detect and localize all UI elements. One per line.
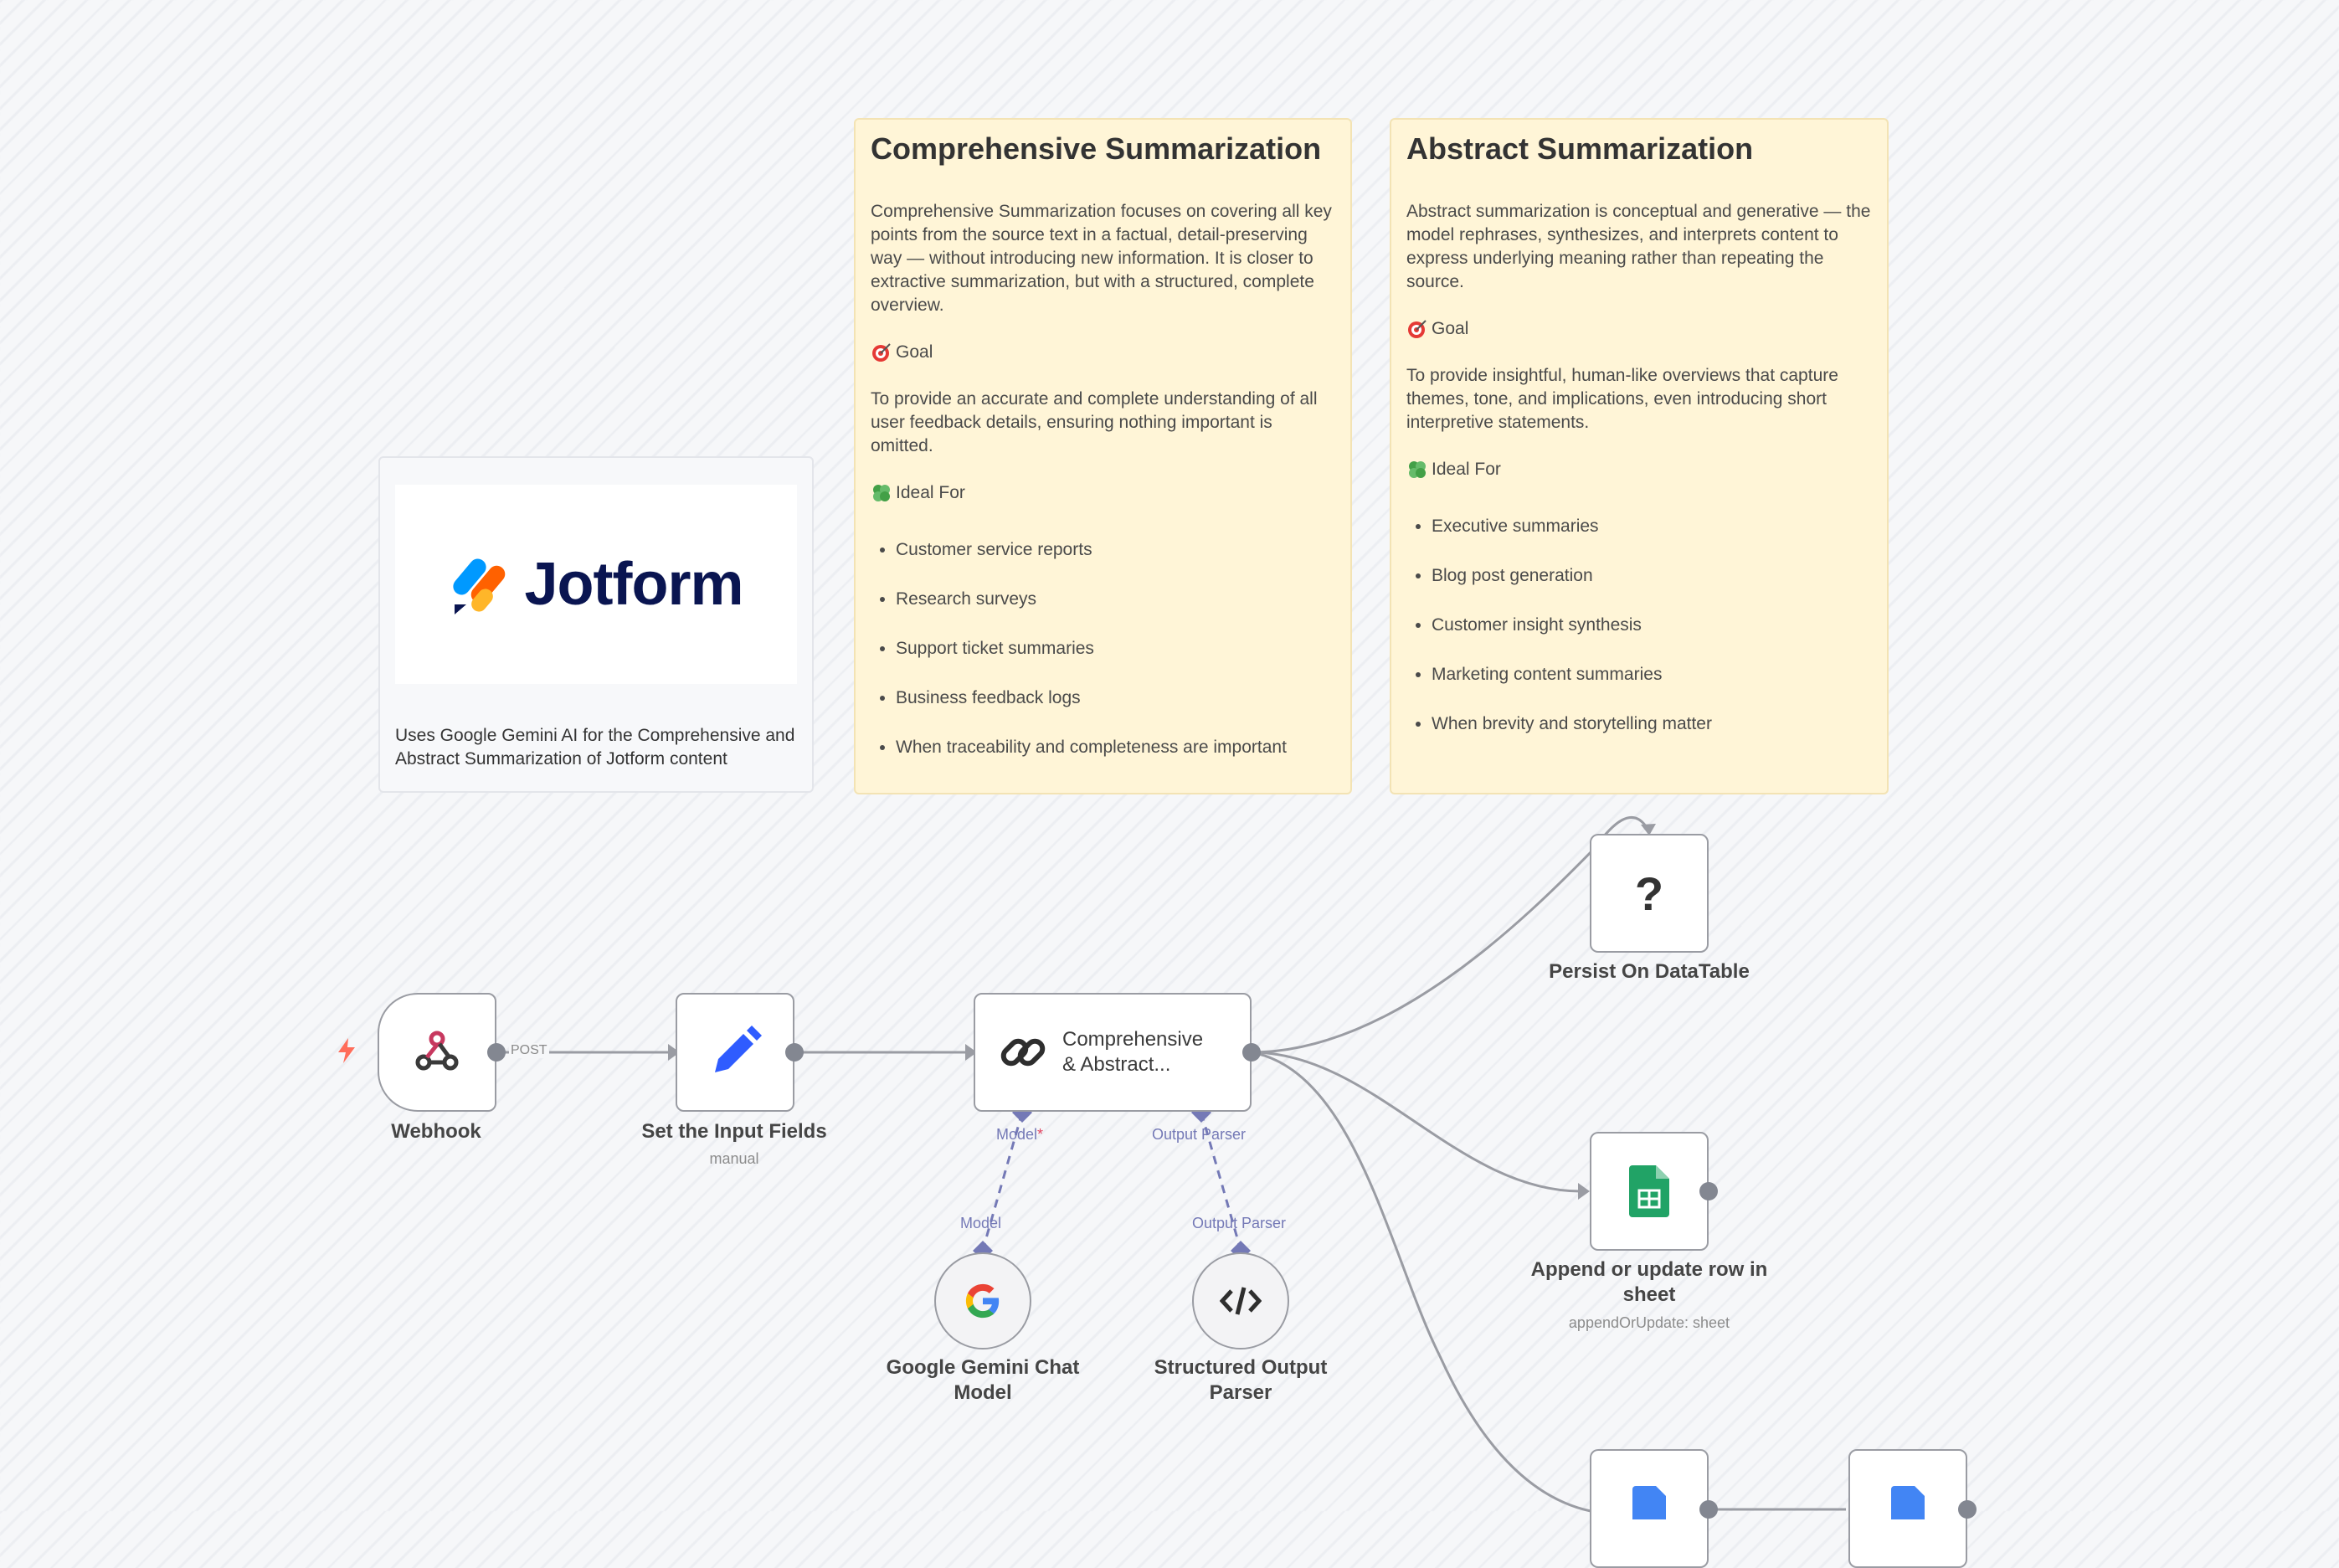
set-fields-label: Set the Input Fields <box>641 1120 827 1143</box>
docs-output-port[interactable] <box>1699 1500 1718 1519</box>
sticky-title: Comprehensive Summarization <box>871 131 1322 166</box>
parser-label: Structured Output Parser <box>1154 1356 1328 1404</box>
link-icon <box>1000 1038 1046 1067</box>
list-item: Support ticket summaries <box>896 637 1335 661</box>
arrow-head <box>1578 1183 1590 1200</box>
arrow-head <box>668 1044 680 1061</box>
google-docs-node-2[interactable] <box>1848 1449 1967 1568</box>
target-icon <box>872 343 891 362</box>
post-label: POST <box>509 1043 549 1058</box>
webhook-node[interactable] <box>378 993 496 1112</box>
ideal-list: Customer service reports Research survey… <box>871 538 1335 759</box>
code-icon <box>1220 1287 1262 1315</box>
list-item: Customer insight synthesis <box>1432 614 1872 637</box>
jotform-wordmark: Jotform <box>524 551 744 618</box>
sticky-title: Abstract Summarization <box>1406 131 1754 166</box>
pencil-icon <box>715 1026 762 1072</box>
wire-chain-to-sheets[interactable] <box>1251 1051 1581 1193</box>
gemini-port-label: Model <box>960 1215 1002 1231</box>
ideal-heading: Ideal For <box>871 481 1335 505</box>
docs2-output-port[interactable] <box>1958 1500 1977 1519</box>
set-fields-output-port[interactable] <box>785 1043 804 1062</box>
jotform-description: Uses Google Gemini AI for the Comprehens… <box>395 726 795 769</box>
persist-label: Persist On DataTable <box>1549 960 1750 983</box>
unknown-node-icon: ? <box>1634 866 1664 920</box>
persist-datatable-node[interactable]: ? <box>1590 834 1709 953</box>
sticky-body: Abstract summarization is conceptual and… <box>1406 202 1871 291</box>
goal-heading: Goal <box>1406 317 1872 341</box>
sheets-sublabel: appendOrUpdate: sheet <box>1568 1314 1730 1331</box>
list-item: When brevity and storytelling matter <box>1432 712 1872 736</box>
sheets-label: Append or update row in sheet <box>1530 1258 1768 1306</box>
sheets-output-port[interactable] <box>1699 1182 1718 1200</box>
output-parser-node[interactable] <box>1192 1252 1289 1350</box>
goal-text: To provide an accurate and complete unde… <box>871 389 1318 455</box>
google-docs-icon <box>1891 1486 1925 1519</box>
list-item: Business feedback logs <box>896 686 1335 710</box>
model-port-label: Model* <box>996 1126 1044 1143</box>
goal-text: To provide insightful, human-like overvi… <box>1406 366 1838 432</box>
ideal-heading: Ideal For <box>1406 458 1872 481</box>
chain-label: Comprehensive & Abstract... <box>1062 1028 1204 1076</box>
google-sheets-icon <box>1629 1165 1669 1217</box>
set-fields-sublabel: manual <box>709 1150 759 1167</box>
gemini-label: Google Gemini Chat Model <box>886 1356 1080 1404</box>
google-sheets-node[interactable] <box>1590 1132 1709 1251</box>
jotform-logo: Jotform <box>395 485 797 684</box>
list-item: Research surveys <box>896 588 1335 611</box>
clover-icon <box>1409 461 1426 478</box>
clover-icon <box>873 485 890 501</box>
list-item: Marketing content summaries <box>1432 663 1872 686</box>
gemini-model-node[interactable] <box>934 1252 1031 1350</box>
goal-heading: Goal <box>871 341 1335 364</box>
webhook-icon <box>415 1031 459 1071</box>
list-item: Executive summaries <box>1432 515 1872 538</box>
wire-chain-to-docs[interactable] <box>1251 1051 1591 1513</box>
wire-chain-to-persist[interactable] <box>1251 816 1649 1054</box>
list-item: When traceability and completeness are i… <box>896 736 1335 759</box>
list-item: Blog post generation <box>1432 564 1872 588</box>
sticky-abstract[interactable]: Abstract Summarization Abstract summariz… <box>1390 118 1889 794</box>
set-fields-node[interactable] <box>676 993 794 1112</box>
arrow-head <box>1641 824 1656 835</box>
google-docs-icon <box>1632 1486 1666 1519</box>
chain-output-port[interactable] <box>1242 1043 1261 1062</box>
parser-in-label: Output Parser <box>1192 1215 1287 1231</box>
jotform-note[interactable]: Jotform Uses Google Gemini AI for the Co… <box>378 456 814 793</box>
jotform-mark-icon <box>452 558 505 614</box>
google-docs-node[interactable] <box>1590 1449 1709 1568</box>
list-item: Customer service reports <box>896 538 1335 562</box>
ideal-list: Executive summaries Blog post generation… <box>1406 515 1872 736</box>
arrow-head <box>965 1044 977 1061</box>
trigger-bolt-icon <box>338 1038 355 1063</box>
sticky-comprehensive[interactable]: Comprehensive Summarization Comprehensiv… <box>854 118 1352 794</box>
target-icon <box>1408 320 1427 338</box>
sticky-body: Comprehensive Summarization focuses on c… <box>871 202 1332 315</box>
webhook-output-port[interactable] <box>487 1043 506 1062</box>
parser-port-label: Output Parser <box>1152 1126 1247 1143</box>
webhook-label: Webhook <box>391 1120 481 1143</box>
google-icon <box>965 1283 1000 1319</box>
summarization-chain-node[interactable]: Comprehensive & Abstract... <box>974 993 1252 1112</box>
